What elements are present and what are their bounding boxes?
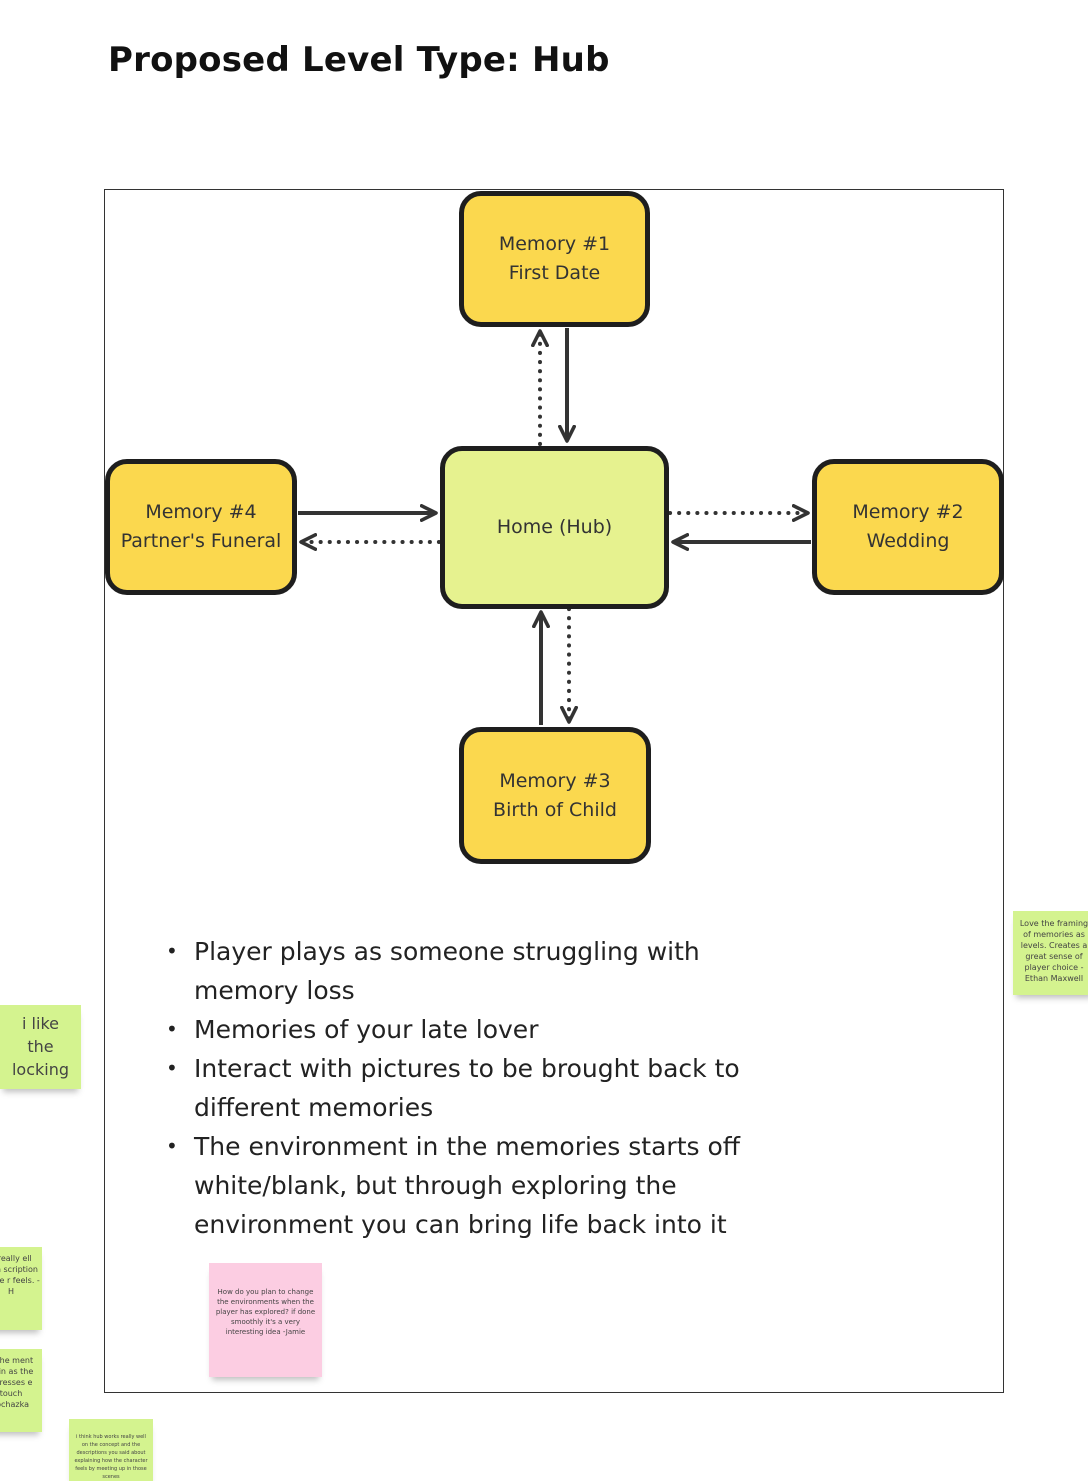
sticky-note-locking[interactable]: i like the locking areas [0,1005,81,1089]
memory-1-node[interactable]: Memory #1 First Date [459,191,650,327]
bullet-item: Player plays as someone struggling with … [160,932,780,1010]
hub-node[interactable]: Home (Hub) [440,446,669,609]
hub-label: Home (Hub) [496,516,613,538]
bullet-item: Memories of your late lover [160,1010,780,1049]
bullet-item: Interact with pictures to be brought bac… [160,1049,780,1127]
memory-2-number: Memory #2 [852,501,964,523]
memory-4-name: Partner's Funeral [120,530,282,552]
sticky-note-left-2[interactable]: g the ment gain as the ogresses e touch … [0,1349,42,1432]
page-title: Proposed Level Type: Hub [108,40,610,80]
memory-4-number: Memory #4 [145,501,257,523]
memory-3-node[interactable]: Memory #3 Birth of Child [459,727,651,864]
memory-2-node[interactable]: Memory #2 Wedding [812,459,1004,595]
bullet-item: The environment in the memories starts o… [160,1127,780,1244]
memory-2-name: Wedding [866,530,950,552]
memory-4-node[interactable]: Memory #4 Partner's Funeral [105,459,297,595]
sticky-note-bottom[interactable]: i think hub works really well on the con… [69,1419,153,1481]
memory-1-name: First Date [508,262,601,284]
memory-1-number: Memory #1 [498,233,611,255]
description-bullets: Player plays as someone struggling with … [160,932,780,1244]
memory-3-name: Birth of Child [493,798,617,821]
sticky-note-pink[interactable]: How do you plan to change the environmen… [209,1263,322,1377]
sticky-note-right[interactable]: Love the framing of memories as levels. … [1013,911,1088,995]
memory-3-number: Memory #3 [499,769,611,792]
sticky-note-left-1[interactable]: o really ell with scription w the r feel… [0,1247,42,1330]
